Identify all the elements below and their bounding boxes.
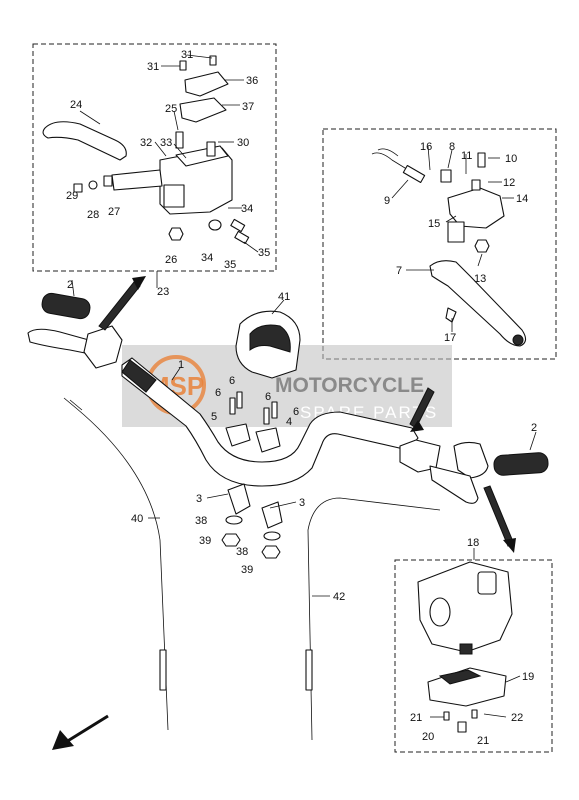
- callout-39-left: 39: [199, 535, 211, 547]
- handlebar-switch-18: [417, 561, 513, 655]
- callout-19: 19: [522, 671, 534, 683]
- pointer-arrows: [98, 276, 516, 553]
- handlebar-cover-41: [235, 310, 301, 379]
- callout-10: 10: [505, 153, 517, 165]
- callout-17: 17: [444, 332, 456, 344]
- callout-33: 33: [160, 137, 172, 149]
- callout-14: 14: [516, 193, 528, 205]
- brake-cable-42: [305, 497, 441, 741]
- clutch-lever-group-box: [322, 128, 557, 360]
- watermark-line1: MOTORCYCLE: [275, 374, 424, 397]
- callout-12: 12: [503, 177, 515, 189]
- callout-40: 40: [131, 513, 143, 525]
- callout-25: 25: [165, 103, 177, 115]
- callout-9: 9: [384, 195, 390, 207]
- master-cylinder-body: [111, 145, 233, 215]
- callout-38-left: 38: [195, 515, 207, 527]
- callout-6-a: 6: [229, 375, 235, 387]
- callout-5: 5: [211, 411, 217, 423]
- callout-28: 28: [87, 209, 99, 221]
- clutch-lever-7: [429, 260, 527, 347]
- brake-lever-24: [42, 121, 127, 161]
- callout-42: 42: [333, 591, 345, 603]
- callout-36: 36: [246, 75, 258, 87]
- callout-4: 4: [286, 416, 292, 428]
- lower-holders-3: [221, 483, 283, 559]
- callout-24: 24: [70, 99, 82, 111]
- callout-34-bottom: 34: [201, 252, 213, 264]
- callout-21-right: 21: [477, 735, 489, 747]
- callout-35-right: 35: [258, 247, 270, 259]
- switch-group-box: [394, 559, 553, 753]
- callout-16: 16: [420, 141, 432, 153]
- callout-labels: 31 31 36 37 24 25 30 32 33 29 28 27 34 3…: [66, 49, 537, 747]
- callout-1: 1: [178, 359, 184, 371]
- switch-lower-housing-19: [427, 667, 507, 733]
- callout-29: 29: [66, 190, 78, 202]
- left-lever-assembly: [27, 325, 123, 369]
- callout-6-b: 6: [215, 387, 221, 399]
- callout-21-left: 21: [410, 712, 422, 724]
- callout-39-right: 39: [241, 564, 253, 576]
- callout-6-d: 6: [293, 406, 299, 418]
- right-switch-assembly: [399, 439, 489, 504]
- callout-13: 13: [474, 273, 486, 285]
- callout-18: 18: [467, 537, 479, 549]
- clutch-bracket-14: [440, 152, 505, 253]
- callout-3-right: 3: [299, 497, 305, 509]
- callout-3-left: 3: [196, 493, 202, 505]
- callout-20: 20: [422, 731, 434, 743]
- callout-35-bottom: 35: [224, 259, 236, 271]
- callout-38-right: 38: [236, 546, 248, 558]
- callout-11: 11: [461, 150, 472, 162]
- master-cylinder-bolts: [73, 55, 250, 245]
- leader-lines: [71, 54, 537, 718]
- front-direction-arrow-icon: [52, 714, 109, 750]
- clutch-cable-switch-9: [371, 148, 426, 184]
- callout-27: 27: [108, 206, 120, 218]
- callout-2-right: 2: [531, 422, 537, 434]
- callout-30: 30: [237, 137, 249, 149]
- callout-31-top: 31: [181, 49, 193, 61]
- callout-22: 22: [511, 712, 523, 724]
- callout-37: 37: [242, 101, 254, 113]
- callout-26: 26: [165, 254, 177, 266]
- throttle-cable-40: [63, 397, 169, 731]
- callout-15: 15: [428, 218, 440, 230]
- master-cylinder-group-box: [32, 43, 277, 272]
- callout-2-left: 2: [67, 279, 73, 291]
- callout-32: 32: [140, 137, 152, 149]
- right-grip-2: [493, 452, 549, 476]
- left-grip-2: [41, 292, 91, 320]
- callout-23: 23: [157, 286, 169, 298]
- callout-8: 8: [449, 141, 455, 153]
- callout-7: 7: [396, 265, 402, 277]
- upper-holders-4-5: [225, 391, 281, 453]
- reservoir-cap-36-37: [179, 71, 229, 123]
- callout-41: 41: [278, 291, 290, 303]
- callout-6-c: 6: [265, 391, 271, 403]
- callout-31-left: 31: [147, 61, 159, 73]
- callout-34-right: 34: [241, 203, 253, 215]
